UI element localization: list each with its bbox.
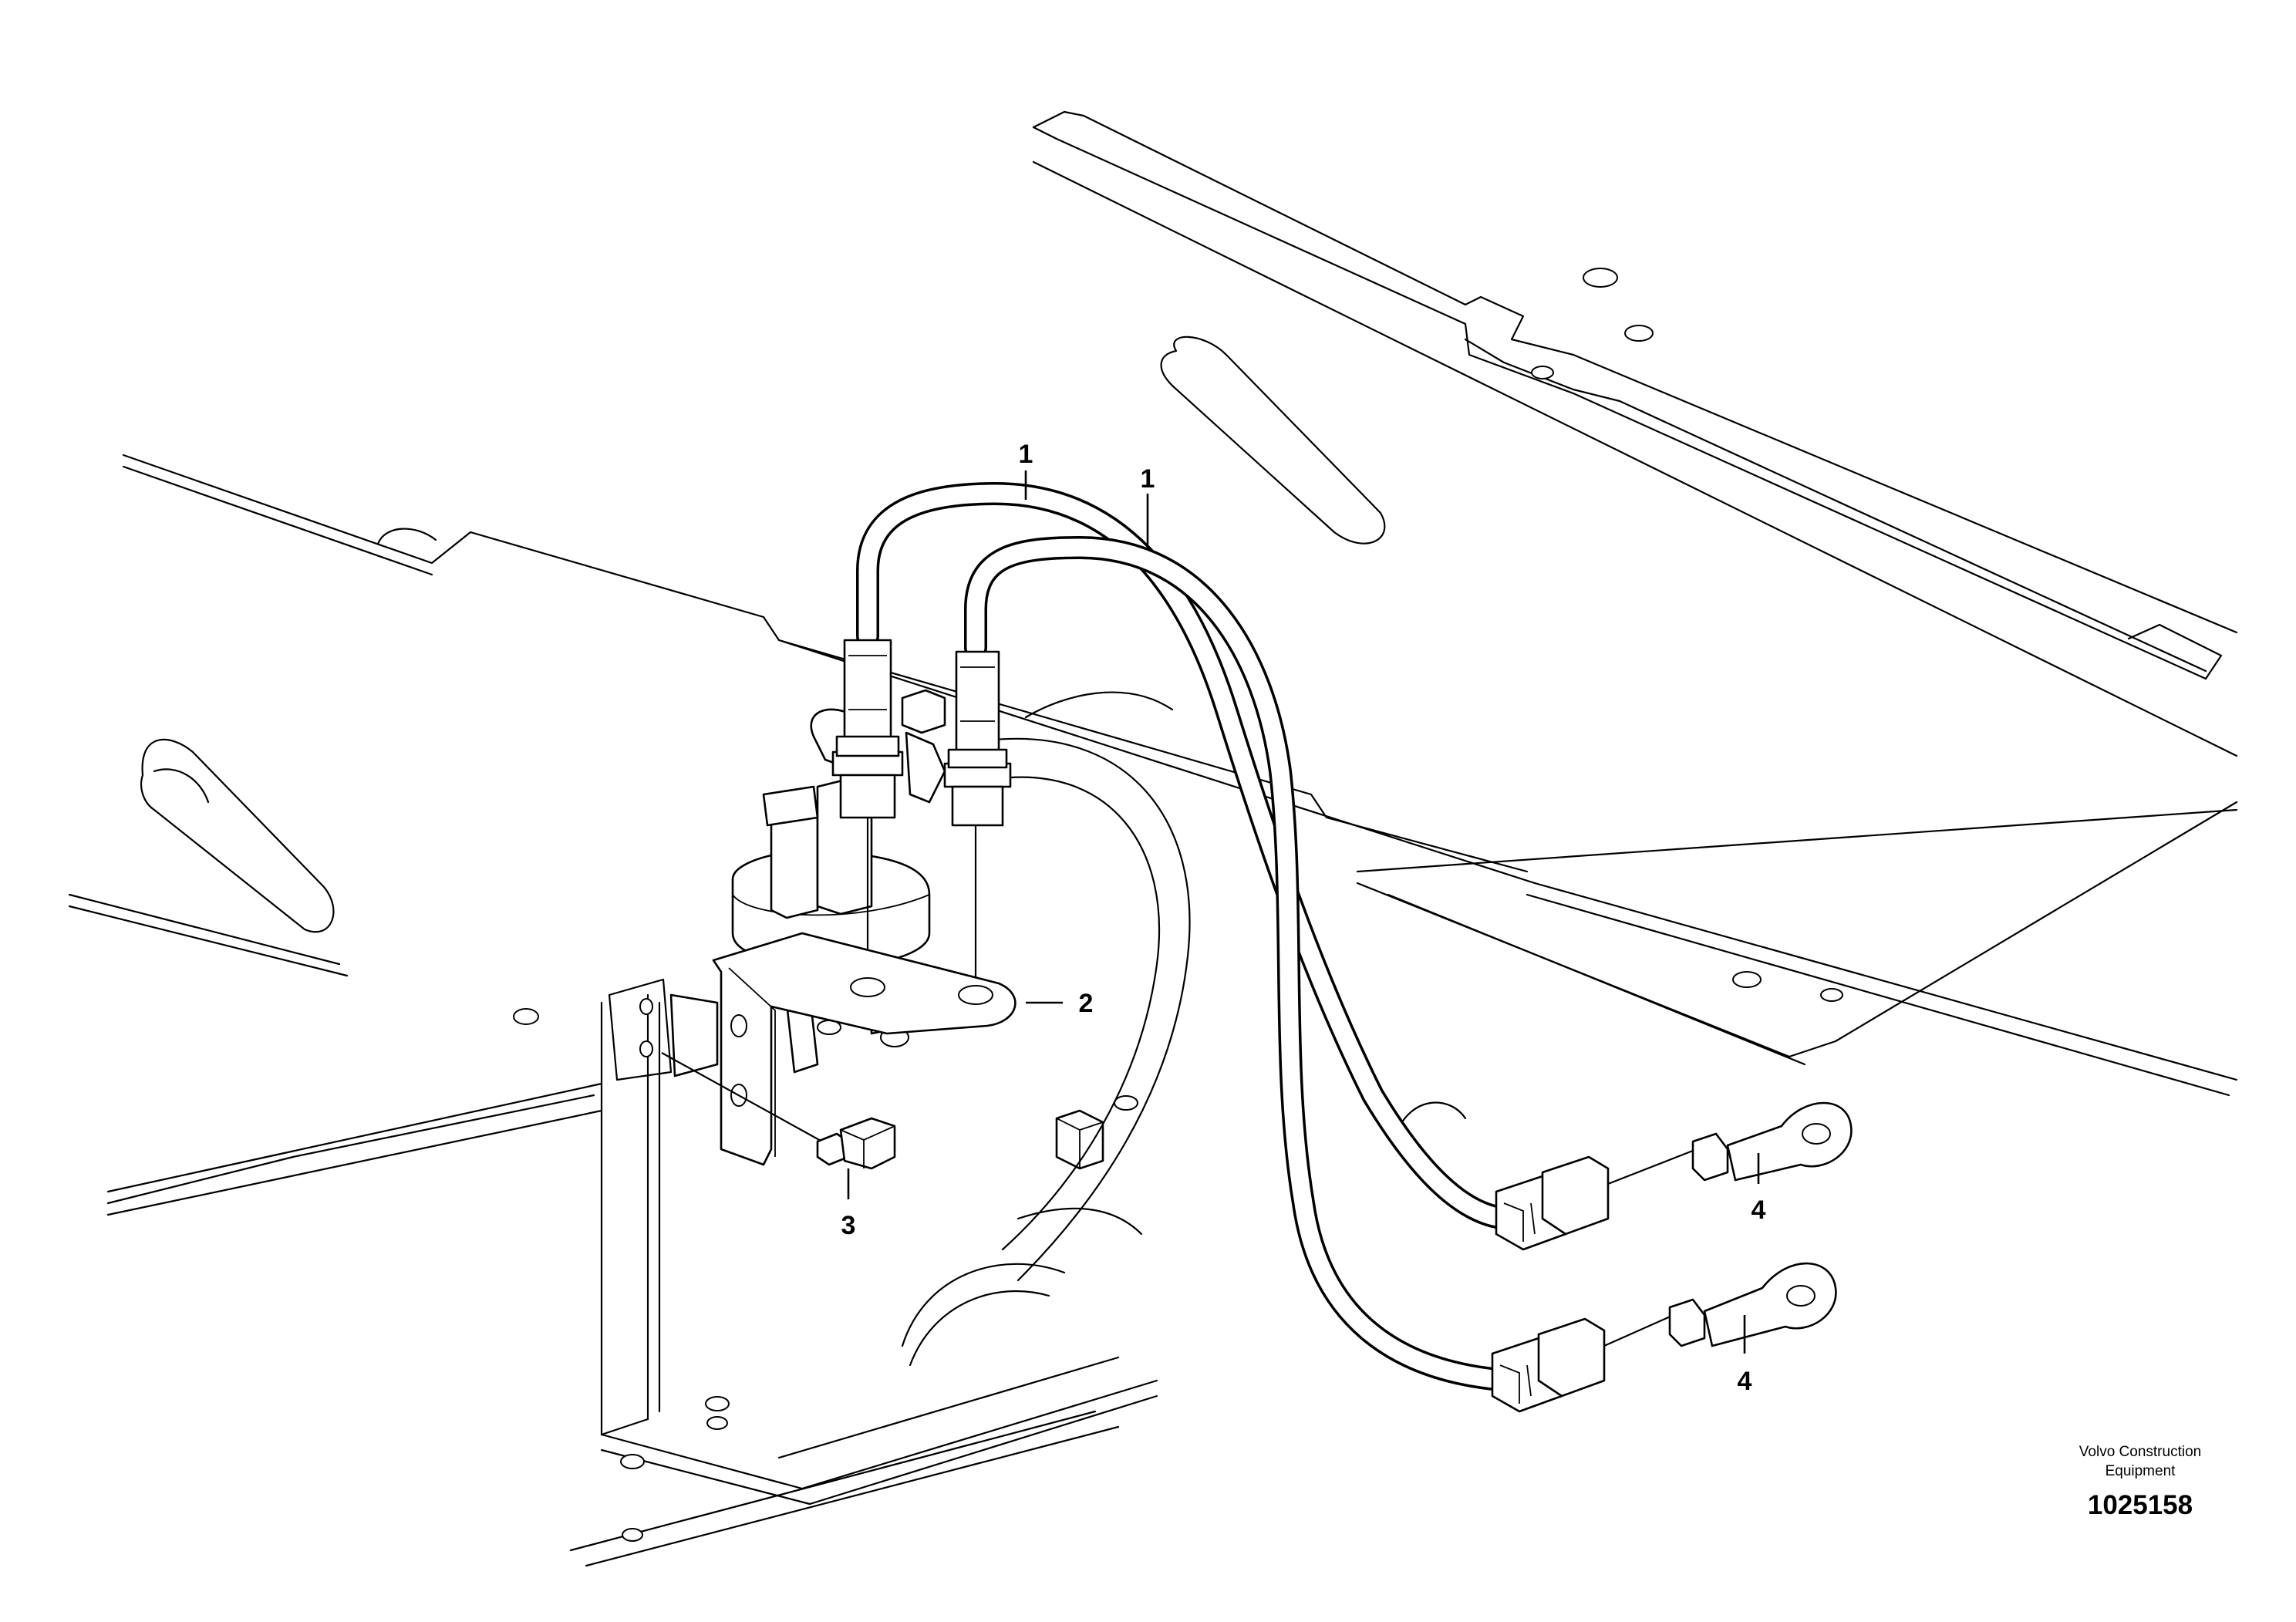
callout-label-terminal-b: 4: [1738, 1367, 1752, 1396]
callout-label-screw: 3: [841, 1211, 856, 1240]
wire-b: [1603, 1313, 1674, 1347]
callout-label-hose-a: 1: [1019, 440, 1033, 469]
footer-company-line1: Volvo Construction: [2079, 1444, 2201, 1460]
hose-a: [856, 482, 1523, 1230]
wire-a: [1607, 1148, 1698, 1185]
sensor-a: [831, 639, 904, 819]
sensor-b: [943, 650, 1012, 827]
callout-terminal-b: 4: [1738, 1315, 1752, 1396]
footer: Volvo Construction Equipment 1025158: [2079, 1444, 2201, 1520]
callout-terminal-a: 4: [1752, 1153, 1766, 1225]
callout-label-terminal-a: 4: [1752, 1195, 1766, 1225]
footer-company-line2: Equipment: [2106, 1463, 2176, 1479]
callout-hose-a: 1: [1019, 440, 1033, 500]
callout-hose-b: 1: [1141, 464, 1155, 548]
chassis-frame: [68, 110, 2238, 1567]
callout-screw: 3: [841, 1168, 856, 1240]
connector-a: [1495, 1155, 1610, 1251]
terminal-b: [1668, 1262, 1837, 1347]
callout-bracket: 2: [1026, 989, 1093, 1018]
terminal-a: [1691, 1101, 1853, 1182]
screw: [816, 1117, 896, 1170]
footer-drawing-number: 1025158: [2088, 1490, 2193, 1520]
connector-b: [1491, 1317, 1606, 1413]
hose-b: [964, 536, 1523, 1392]
screw-explode-line: [661, 1052, 830, 1146]
callout-label-bracket: 2: [1079, 989, 1094, 1018]
callout-label-hose-b: 1: [1141, 464, 1155, 494]
bracket: [712, 932, 1017, 1166]
